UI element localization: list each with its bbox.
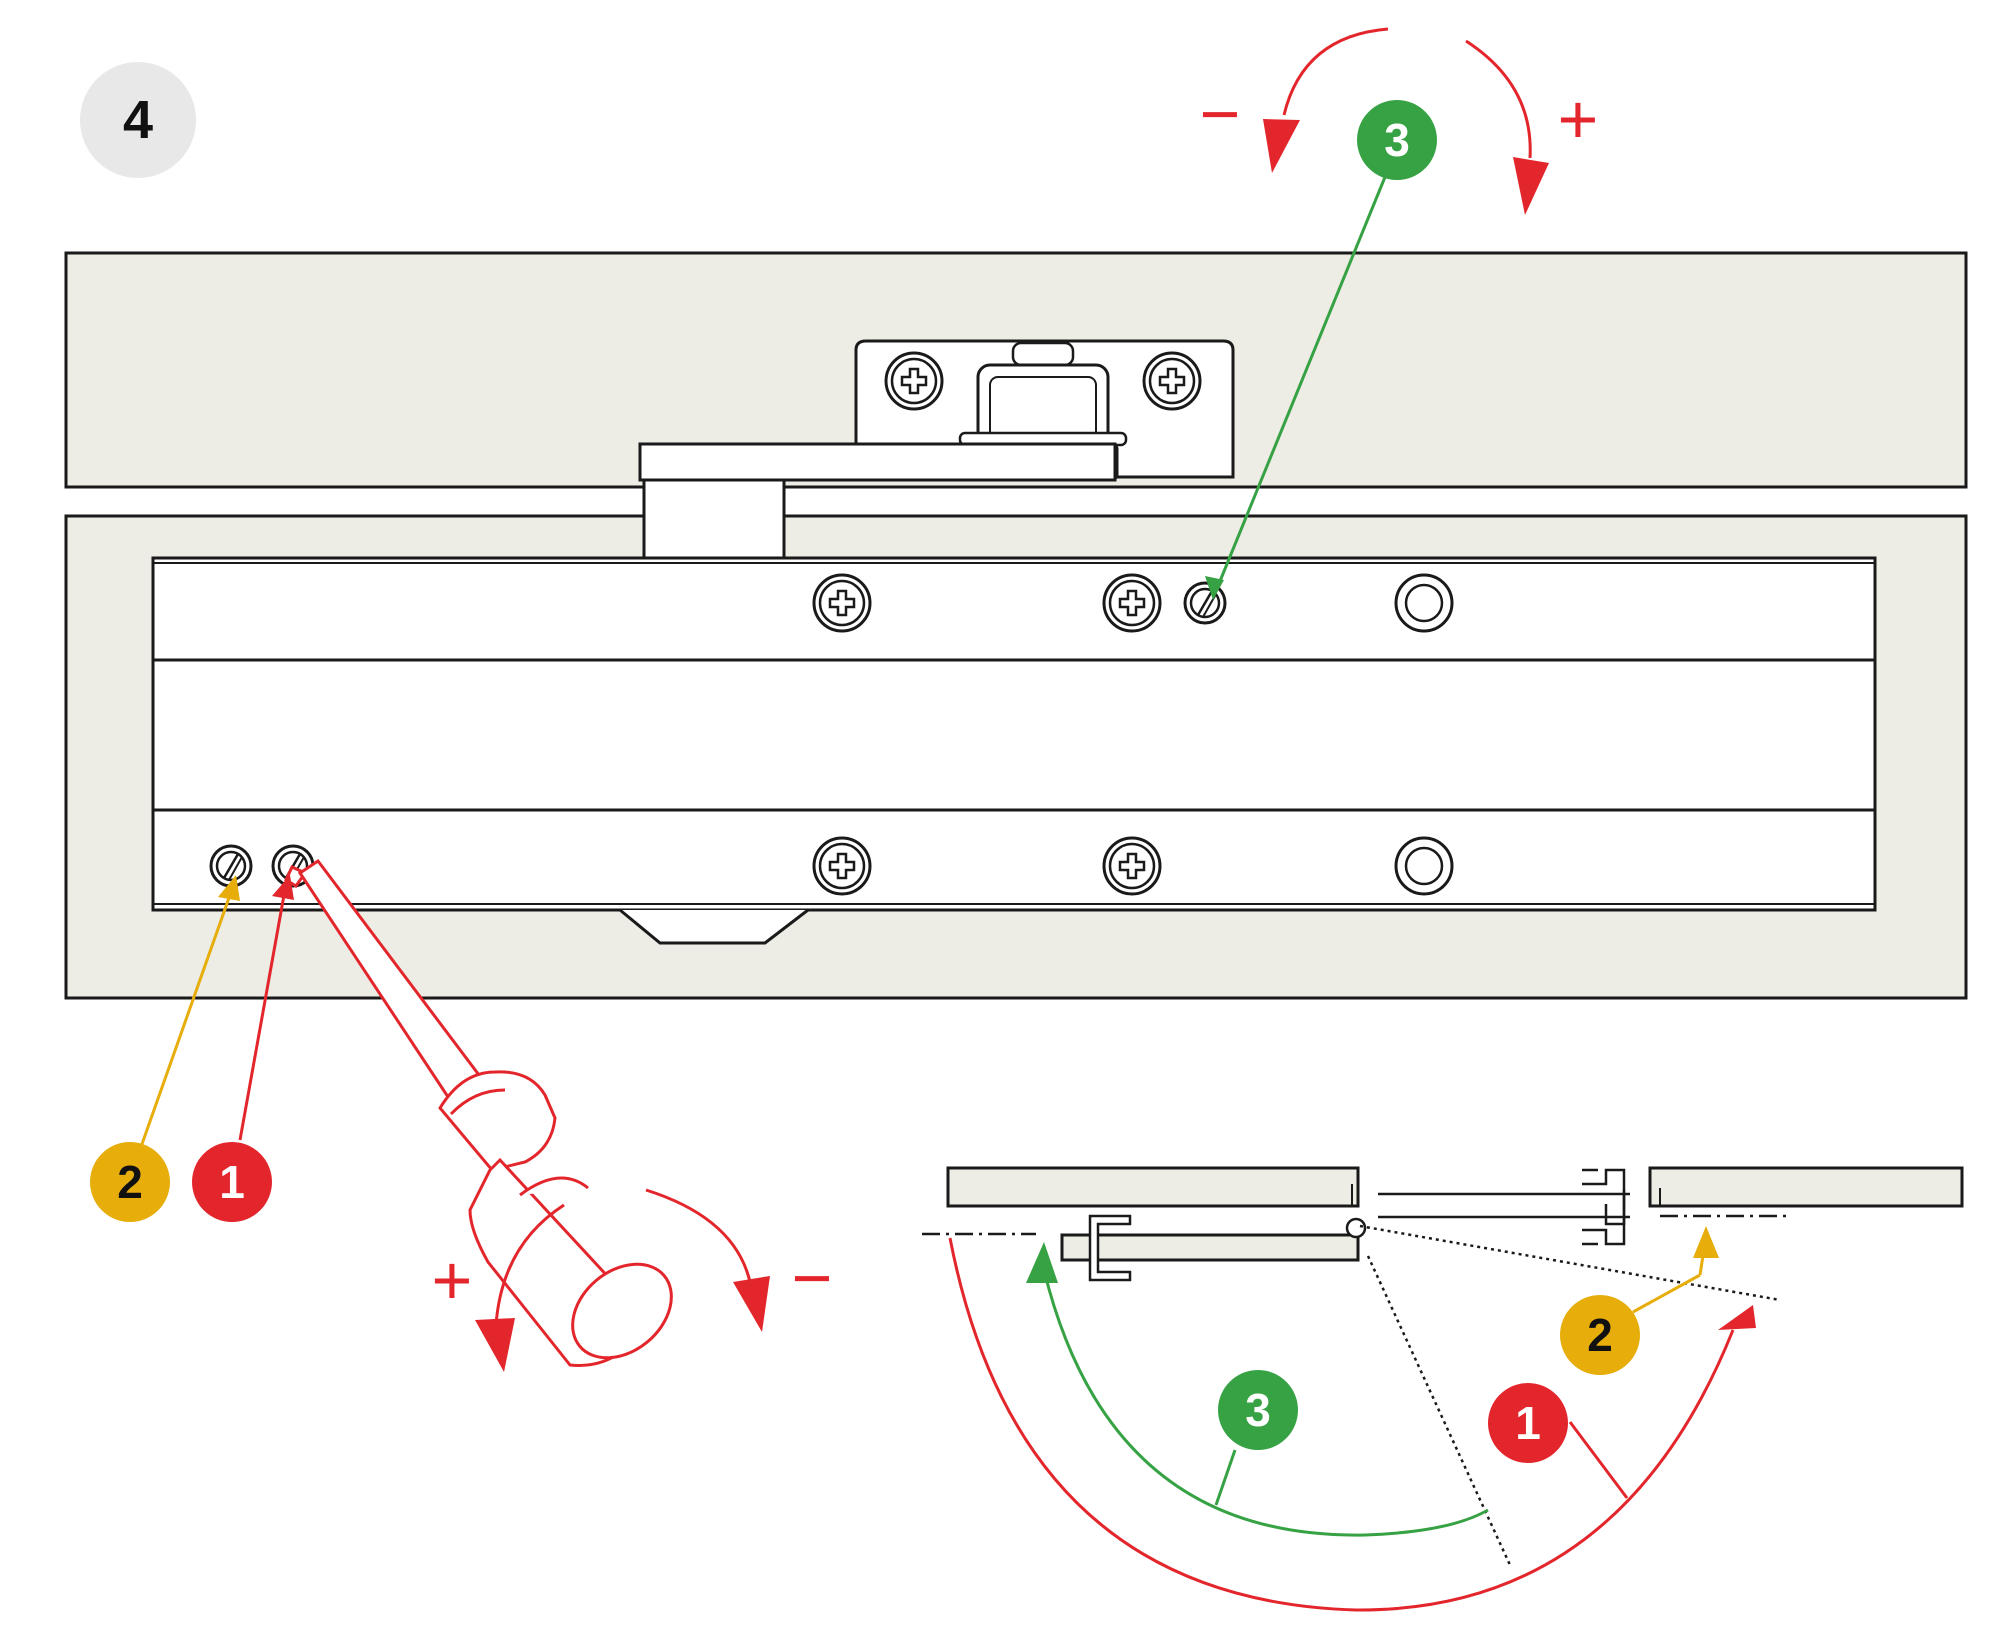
plan-hinge-pivot-icon: [1345, 1217, 1367, 1239]
svg-text:2: 2: [117, 1156, 143, 1208]
plan-closing-leader: [1568, 1421, 1629, 1499]
screwdriver-minus-arrowhead-icon: [733, 1276, 770, 1332]
plan-frame-left: [946, 1166, 1360, 1208]
bracket-screw-icon: [1142, 351, 1202, 411]
marker-plan-latch: 2: [1560, 1295, 1640, 1375]
svg-text:2: 2: [1587, 1309, 1613, 1361]
plan-closing-arrowhead-icon: [1718, 1305, 1756, 1330]
clockwise-arrowhead-icon: [1513, 157, 1549, 215]
body-screw-icon: [1102, 836, 1162, 896]
screwdriver-icon: [284, 858, 673, 1367]
screwdriver-rotation-arrows: [494, 1188, 752, 1326]
closer-pinion-cap: [619, 908, 809, 945]
latch-valve-icon: [209, 844, 253, 888]
marker-plan-closing: 1: [1488, 1383, 1568, 1463]
plan-latch-arrowhead-icon: [1693, 1226, 1719, 1258]
marker-top-speed: 3: [1357, 100, 1437, 180]
svg-text:3: 3: [1384, 114, 1410, 166]
marker-lower-closing: 1: [192, 1142, 272, 1222]
top-rotation-arrows: [1282, 27, 1532, 159]
speed-leader-arrowhead-icon: [1205, 576, 1224, 600]
svg-text:3: 3: [1245, 1384, 1271, 1436]
counterclockwise-arrowhead-icon: [1263, 119, 1300, 173]
bracket-screw-icon: [884, 351, 944, 411]
plan-view: [922, 1166, 1964, 1566]
plan-speed-arrowhead-icon: [1026, 1242, 1058, 1283]
marker-lower-latch: 2: [90, 1142, 170, 1222]
screwdriver-minus-arc: [645, 1188, 752, 1283]
top-plus-sign: +: [1558, 80, 1599, 158]
plan-frame-right: [1648, 1166, 1964, 1208]
plan-closer-bracket: [1088, 1214, 1132, 1282]
top-minus-sign: −: [1200, 75, 1241, 153]
cover-screw-icon: [1394, 836, 1454, 896]
plan-speed-arc: [1042, 1269, 1489, 1537]
screwdriver-plus-sign: +: [432, 1241, 473, 1319]
closing-leader-line: [238, 894, 286, 1141]
closer-body: [151, 556, 1877, 945]
body-screw-icon: [812, 836, 872, 896]
plan-speed-leader: [1214, 1449, 1237, 1506]
step-number: 4: [123, 90, 153, 150]
step-badge-circle: [80, 62, 196, 178]
screwdriver-plus-arc: [494, 1203, 565, 1326]
step-badge: 4: [80, 62, 196, 178]
closer-arm: [638, 442, 1117, 562]
clockwise-arrow: [1465, 39, 1532, 159]
svg-text:1: 1: [1515, 1397, 1541, 1449]
cover-screw-icon: [1394, 573, 1454, 633]
closing-leader-arrowhead-icon: [272, 875, 294, 900]
body-screw-icon: [812, 573, 872, 633]
svg-text:1: 1: [219, 1156, 245, 1208]
body-screw-icon: [1102, 573, 1162, 633]
plan-latch-leader: [1632, 1273, 1701, 1314]
speed-leader-line: [1216, 176, 1387, 587]
screwdriver-plus-arrowhead-icon: [475, 1318, 515, 1372]
latch-leader-arrowhead-icon: [218, 875, 240, 901]
latch-leader-line: [140, 894, 232, 1145]
plan-closing-arc: [948, 1237, 1735, 1612]
marker-plan-speed: 3: [1218, 1370, 1298, 1450]
counterclockwise-arrow: [1282, 27, 1389, 116]
plan-door-closed: [1060, 1233, 1360, 1262]
screwdriver-minus-sign: −: [792, 1239, 833, 1317]
